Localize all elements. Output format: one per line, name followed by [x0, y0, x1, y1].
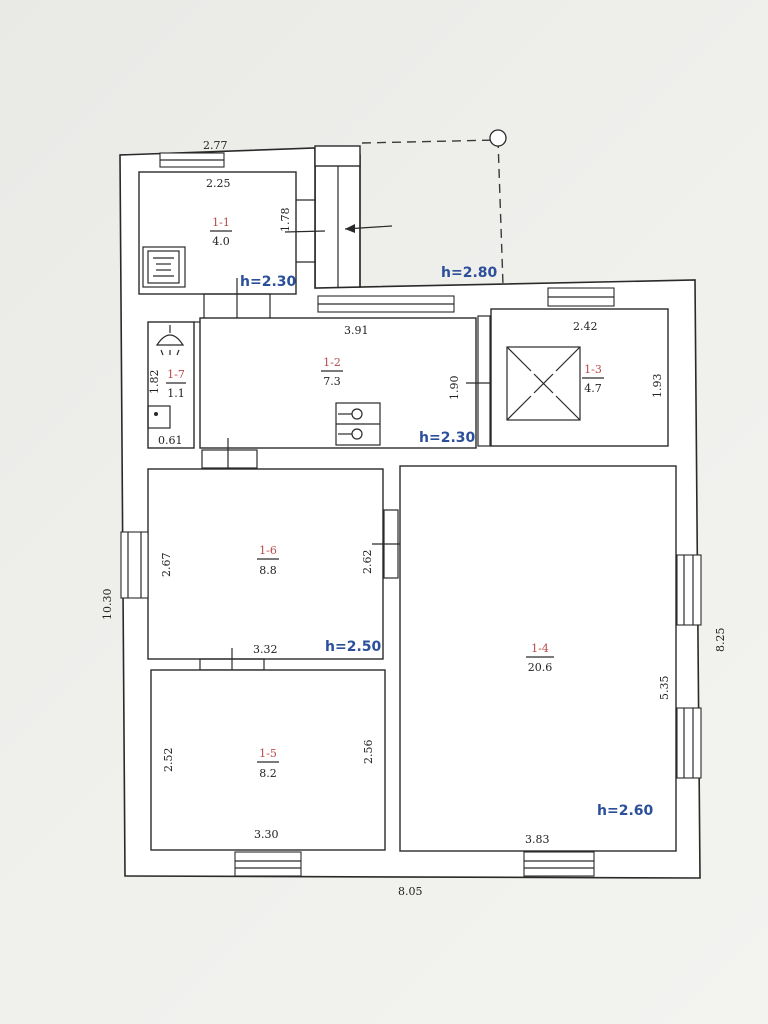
room-label-1-7: 1-7 1.1 [166, 368, 186, 400]
room-area: 4.0 [212, 235, 230, 248]
room-number: 1-4 [531, 642, 549, 655]
room-area: 8.8 [259, 564, 277, 577]
room-label-1-3: 1-3 4.7 [582, 363, 604, 395]
room-label-1-5: 1-5 8.2 [257, 747, 279, 780]
dim-room-1-2-width: 3.91 [344, 324, 369, 337]
room-area: 1.1 [167, 387, 185, 400]
room-number: 1-2 [323, 356, 341, 369]
boiler-icon [142, 246, 186, 288]
height-label-kitchen: h=2.30 [419, 430, 475, 446]
room-number: 1-7 [167, 368, 185, 381]
sink-icon [147, 405, 171, 429]
dim-room-1-5-width: 3.30 [254, 828, 279, 841]
room-1-6 [147, 468, 384, 660]
door-opening [201, 449, 258, 469]
dim-overall-width: 8.05 [398, 885, 423, 898]
dim-room-1-6-width: 3.32 [253, 643, 278, 656]
dim-room-1-2-depth: 1.90 [448, 376, 461, 401]
entry-arrow-head [345, 224, 355, 233]
window-room-1-4-lower [676, 707, 702, 779]
dim-room-1-4-width: 3.83 [525, 833, 550, 846]
room-label-1-1: 1-1 4.0 [210, 216, 232, 248]
height-label-room-1-4: h=2.60 [597, 803, 653, 819]
window-room-1-4-upper [676, 554, 702, 626]
room-1-7 [147, 321, 195, 449]
room-area: 7.3 [323, 375, 341, 388]
dim-room-1-3-width: 2.42 [573, 320, 598, 333]
room-1-4 [399, 465, 677, 852]
dim-top-left-outer-width: 2.77 [203, 139, 228, 152]
porch-post-icon [489, 129, 507, 147]
dim-room-1-4-depth: 5.35 [658, 676, 671, 701]
height-label-room-1-6: h=2.50 [325, 639, 381, 655]
door-mark [284, 230, 326, 233]
dim-overall-right-height: 8.25 [714, 628, 727, 653]
shower-icon [155, 325, 185, 356]
room-area: 8.2 [259, 767, 277, 780]
dim-room-1-6-right-depth: 2.62 [361, 550, 374, 575]
partition-wall [477, 315, 491, 447]
dim-overall-height: 10.30 [101, 589, 114, 621]
room-area: 4.7 [584, 382, 602, 395]
dim-room-1-7-width: 0.61 [158, 434, 183, 447]
dim-room-1-1-depth: 1.78 [279, 208, 292, 233]
porch-outline [361, 139, 504, 286]
room-number: 1-1 [212, 216, 230, 229]
window-room-1-4-bottom [523, 851, 595, 877]
dim-room-1-3-depth: 1.93 [651, 374, 664, 399]
dim-room-1-5-depth: 2.52 [162, 748, 175, 773]
room-label-1-4: 1-4 20.6 [526, 642, 554, 674]
room-area: 20.6 [528, 661, 553, 674]
room-label-1-2: 1-2 7.3 [321, 356, 343, 388]
room-1-5 [150, 669, 386, 851]
height-label-porch: h=2.80 [441, 265, 497, 281]
window-room-1-5 [234, 851, 302, 877]
dim-room-1-7-depth: 1.82 [148, 370, 161, 395]
room-number: 1-3 [584, 363, 602, 376]
dim-room-1-6-depth: 2.67 [160, 553, 173, 578]
dim-room-1-5-right-depth: 2.56 [362, 740, 375, 765]
stove-icon [335, 402, 381, 446]
dim-room-1-1-width: 2.25 [206, 177, 231, 190]
room-number: 1-5 [259, 747, 277, 760]
skylight-icon [506, 346, 581, 421]
room-1-2 [199, 317, 477, 449]
window-room-1-6 [120, 531, 149, 599]
room-label-1-6: 1-6 8.8 [257, 544, 279, 577]
height-label-vestibule: h=2.30 [240, 274, 296, 290]
room-number: 1-6 [259, 544, 277, 557]
porch-step [314, 145, 361, 167]
